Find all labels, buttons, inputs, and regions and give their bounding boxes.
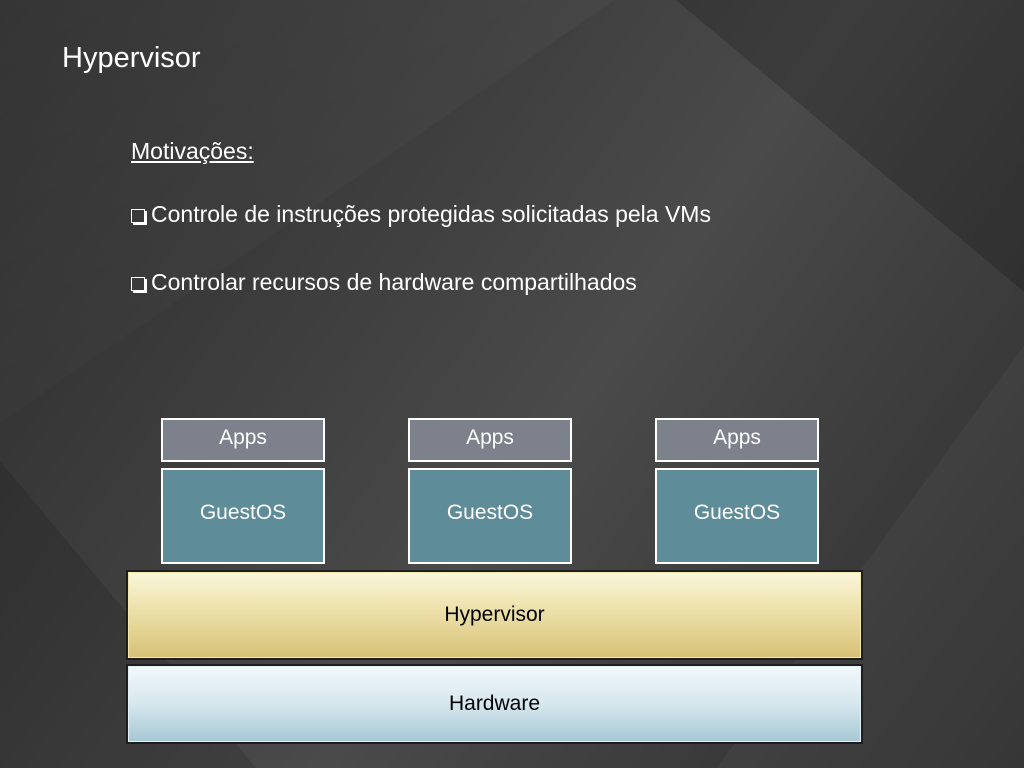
apps-box: Apps (655, 418, 819, 462)
guestos-box: GuestOS (408, 468, 572, 564)
checkbox-icon (131, 208, 145, 223)
apps-box: Apps (408, 418, 572, 462)
slide-title: Hypervisor (62, 42, 201, 74)
bullet-item: Controle de instruções protegidas solici… (131, 201, 711, 228)
bullet-text: Controle de instruções protegidas solici… (151, 201, 711, 227)
apps-box: Apps (161, 418, 325, 462)
subheading: Motivações: (131, 138, 254, 164)
hardware-layer: Hardware (126, 664, 863, 744)
bullet-text: Controlar recursos de hardware compartil… (151, 269, 637, 295)
checkbox-icon (131, 276, 145, 291)
guestos-box: GuestOS (655, 468, 819, 564)
hypervisor-layer: Hypervisor (126, 570, 863, 660)
bullet-item: Controlar recursos de hardware compartil… (131, 269, 637, 296)
guestos-box: GuestOS (161, 468, 325, 564)
